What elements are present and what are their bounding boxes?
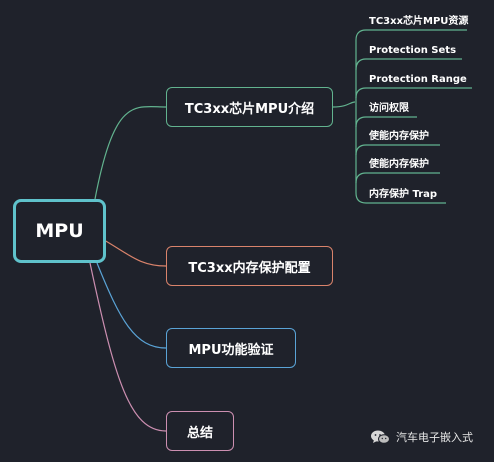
branch-label: MPU功能验证	[188, 342, 274, 358]
watermark-text: 汽车电子嵌入式	[396, 431, 473, 444]
leaf-trunk-up	[355, 29, 467, 102]
watermark: 汽车电子嵌入式	[370, 429, 473, 445]
branch-node-config[interactable]: TC3xx内存保护配置	[166, 246, 333, 286]
branch-node-summary[interactable]: 总结	[166, 411, 234, 451]
wechat-icon	[371, 430, 390, 444]
leaf-node[interactable]: 内存保护 Trap	[369, 189, 438, 200]
leaf-trunk	[332, 101, 356, 108]
root-node[interactable]: MPU	[13, 199, 106, 263]
leaf-node[interactable]: Protection Sets	[369, 45, 457, 56]
leaf-branch-5	[355, 144, 440, 156]
leaf-node[interactable]: 使能内存保护	[369, 131, 429, 142]
leaf-node[interactable]: Protection Range	[369, 74, 467, 85]
leaf-links	[332, 29, 472, 204]
leaf-trunk-down	[355, 102, 446, 204]
branch-node-intro[interactable]: TC3xx芯片MPU介绍	[166, 87, 333, 127]
leaf-branch-3	[355, 87, 472, 99]
branch-label: TC3xx芯片MPU介绍	[184, 101, 315, 117]
branch-label: TC3xx内存保护配置	[188, 260, 311, 276]
leaf-node[interactable]: TC3xx芯片MPU资源	[369, 16, 469, 27]
root-label: MPU	[35, 220, 84, 242]
branch-label: 总结	[186, 425, 213, 441]
leaf-node[interactable]: 访问权限	[369, 103, 409, 114]
branch-node-verify[interactable]: MPU功能验证	[166, 328, 296, 368]
leaf-branch-2	[355, 58, 462, 71]
link-root-config	[103, 239, 167, 267]
link-root-intro	[94, 106, 167, 200]
leaf-node[interactable]: 使能内存保护	[369, 159, 429, 170]
leaf-branch-6	[355, 172, 440, 184]
leaf-branch-4	[355, 116, 417, 128]
link-root-verify	[96, 262, 167, 349]
link-root-summary	[89, 262, 167, 432]
